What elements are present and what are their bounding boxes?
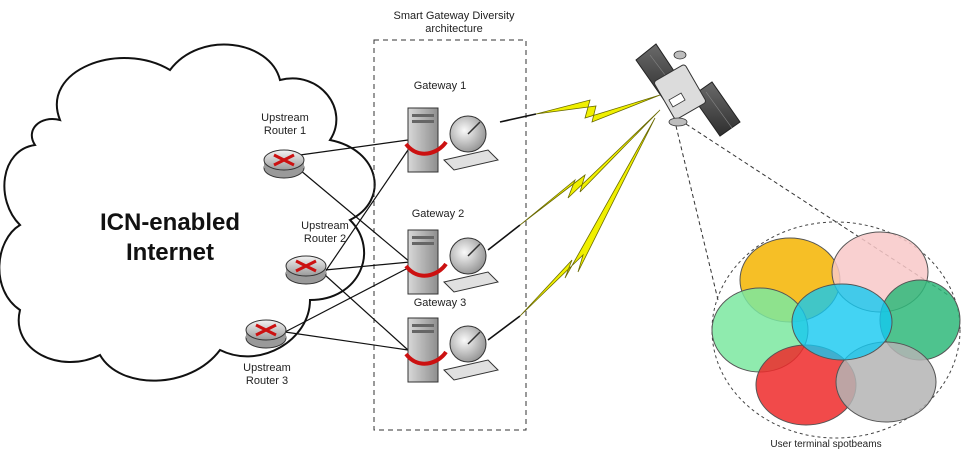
router-2-label-line1: Upstream: [301, 220, 349, 232]
gateway-1-label: Gateway 1: [413, 80, 467, 92]
cloud-label-line2: Internet: [125, 239, 214, 266]
spotbeam-cluster: [711, 221, 961, 439]
gateway-1-dish-icon: [443, 115, 499, 171]
cloud-label-line1: ICN-enabled: [99, 209, 240, 236]
router-1-label-line2: Router 1: [263, 125, 307, 137]
router-2-label: Upstream Router 2: [290, 220, 360, 246]
gateway-2-label: Gateway 2: [411, 208, 465, 220]
router-3-label-line1: Upstream: [243, 362, 291, 374]
router-2-icon: [285, 255, 327, 285]
gateway-3-dish-icon: [443, 325, 499, 381]
router-3-icon: [245, 319, 287, 349]
cloud-label: ICN-enabled Internet: [40, 208, 300, 268]
gateway-3-label: Gateway 3: [413, 297, 467, 309]
lightning-1: [535, 94, 661, 123]
gateway-2-server-icon: [404, 229, 448, 295]
architecture-title-line1: Smart Gateway Diversity: [393, 10, 515, 22]
router-3-label: Upstream Router 3: [232, 362, 302, 388]
router-1-icon: [263, 149, 305, 179]
router-1-label: Upstream Router 1: [250, 112, 320, 138]
router-1-label-line1: Upstream: [261, 112, 309, 124]
gateway-satellite-links: [487, 113, 537, 341]
spotbeam-grey: [835, 341, 937, 423]
gateway-2-dish-icon: [443, 237, 499, 293]
spotbeam-cyan: [791, 283, 893, 361]
architecture-title-line2: architecture: [425, 23, 483, 35]
internet-cloud: [0, 43, 376, 382]
wireless-links: [519, 94, 661, 317]
router-2-label-line2: Router 2: [303, 233, 347, 245]
lightning-2: [519, 109, 661, 226]
gateway-diversity-box: [373, 39, 527, 431]
spotbeam-boundary: [711, 221, 961, 439]
router-3-label-line2: Router 3: [245, 375, 289, 387]
gateway-1-server-icon: [404, 107, 448, 173]
spotbeams-caption: User terminal spotbeams: [770, 439, 882, 450]
satellite-icon: [635, 43, 741, 137]
gateway-3-server-icon: [404, 317, 448, 383]
lightning-3: [519, 117, 656, 317]
router-gateway-links: [284, 139, 411, 351]
architecture-title: Smart Gateway Diversity architecture: [374, 10, 534, 36]
